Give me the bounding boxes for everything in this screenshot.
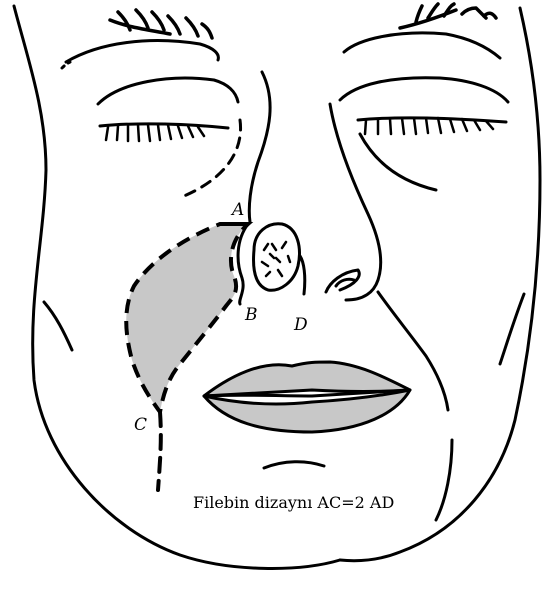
eyebrow-right (344, 33, 500, 58)
under-eye-left (184, 120, 241, 196)
cheek-line-left (44, 302, 72, 350)
face-outline-right (340, 8, 540, 561)
nose-bridge-left (249, 72, 270, 222)
label-point-d: D (293, 315, 308, 335)
jaw-line-right (436, 440, 452, 520)
hair-strands-left (110, 10, 212, 38)
nose-defect-rim (238, 224, 248, 304)
label-point-b: B (244, 305, 258, 325)
cheek-line-right (500, 294, 524, 364)
eye-left-upper-lid (98, 78, 238, 104)
eye-right-upper-lid (340, 78, 508, 102)
label-point-a: A (230, 200, 244, 220)
defect-texture (262, 242, 290, 276)
figure-caption: Filebin dizaynı AC=2 AD (193, 493, 394, 512)
eyebrow-left (66, 41, 218, 62)
under-eye-right (360, 134, 436, 190)
incision-extension (158, 412, 161, 490)
chin-line (264, 462, 324, 468)
label-point-c: C (134, 415, 147, 435)
eye-left-lashes (106, 125, 204, 141)
hair-strands-right (400, 4, 496, 28)
eye-right-lid-line (358, 118, 506, 122)
eye-right-lashes (365, 118, 493, 134)
nose-columella (300, 256, 305, 294)
